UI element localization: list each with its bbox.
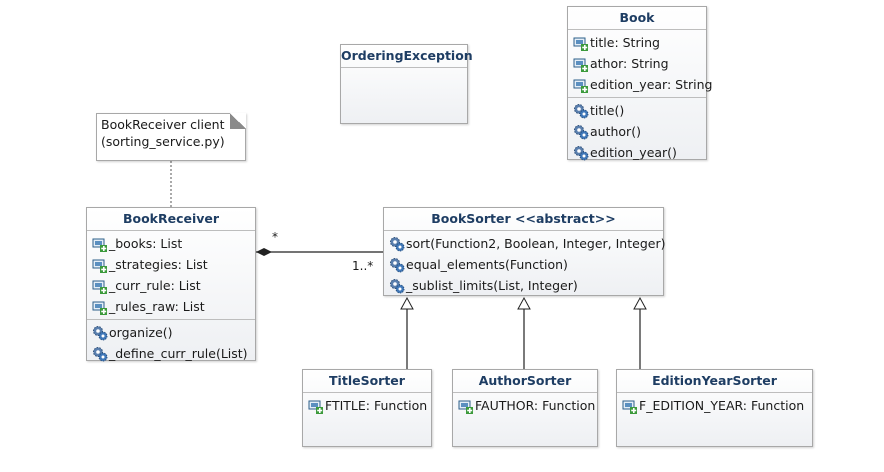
method-gear-icon [389,278,405,294]
field-icon [92,236,108,252]
operation-row[interactable]: organize() [87,322,255,343]
method-gear-icon [92,346,108,362]
attributes-section: F_EDITION_YEAR: Function [617,393,812,418]
attribute-label: _rules_raw: List [109,299,205,314]
class-book-sorter[interactable]: BookSorter <<abstract>> sort(Function2, … [383,207,666,298]
generalization-author-sorter[interactable] [517,296,531,369]
field-icon [92,299,108,315]
operation-label: _define_curr_rule(List) [109,346,248,361]
attribute-row[interactable]: _books: List [87,233,255,254]
attribute-row[interactable]: _strategies: List [87,254,255,275]
class-name: TitleSorter [303,370,431,393]
attribute-label: _books: List [109,236,183,251]
attributes-section: FAUTHOR: Function [453,393,597,418]
operations-section: sort(Function2, Boolean, Integer, Intege… [384,231,666,298]
note-fold-corner [230,113,246,129]
attribute-row[interactable]: title: String [568,32,706,53]
note-line-2: (sorting_service.py) [101,134,225,149]
attribute-label: F_EDITION_YEAR: Function [639,398,805,413]
method-gear-icon [389,257,405,273]
operation-label: sort(Function2, Boolean, Integer, Intege… [406,236,666,251]
attribute-label: FAUTHOR: Function [475,398,596,413]
operation-row[interactable]: sort(Function2, Boolean, Integer, Intege… [384,233,666,254]
attribute-label: _strategies: List [109,257,208,272]
attribute-row[interactable]: athor: String [568,53,706,74]
operation-label: edition_year() [590,145,677,160]
attributes-section: title: String athor: String edition_year… [568,30,712,97]
attribute-row[interactable]: FTITLE: Function [303,395,431,416]
operation-row[interactable]: _define_curr_rule(List) [87,343,255,364]
class-author-sorter[interactable]: AuthorSorter FAUTHOR: Function [452,369,598,447]
operation-row[interactable]: equal_elements(Function) [384,254,663,275]
attribute-row[interactable]: _rules_raw: List [87,296,255,317]
attribute-label: title: String [590,35,660,50]
method-gear-icon [573,145,589,161]
field-icon [622,398,638,414]
operation-row[interactable]: edition_year() [568,142,706,163]
attribute-label: _curr_rule: List [109,278,201,293]
field-icon [92,278,108,294]
attribute-row[interactable]: F_EDITION_YEAR: Function [617,395,812,416]
field-icon [573,56,589,72]
attribute-row[interactable]: FAUTHOR: Function [453,395,597,416]
operation-label: author() [590,124,641,139]
operation-label: organize() [109,325,173,340]
field-icon [458,398,474,414]
field-icon [573,77,589,93]
attribute-label: edition_year: String [590,77,713,92]
method-gear-icon [573,103,589,119]
class-name: BookReceiver [87,208,255,231]
operation-label: equal_elements(Function) [406,257,568,272]
class-ordering-exception[interactable]: OrderingException [340,44,473,124]
operation-row[interactable]: title() [568,100,706,121]
attribute-label: FTITLE: Function [325,398,428,413]
attributes-section: _books: List _strategies: List _curr_rul… [87,231,255,319]
attribute-row[interactable]: _curr_rule: List [87,275,255,296]
class-title-sorter[interactable]: TitleSorter FTITLE: Function [302,369,432,447]
class-book-receiver[interactable]: BookReceiver _books: List _strategies: L… [86,207,256,361]
attributes-section: FTITLE: Function [303,393,431,418]
note-line-1: BookReceiver client [101,117,225,132]
field-icon [92,257,108,273]
class-name: OrderingException [341,45,473,68]
class-edition-year-sorter[interactable]: EditionYearSorter F_EDITION_YEAR: Functi… [616,369,813,447]
class-name: EditionYearSorter [617,370,812,393]
generalization-title-sorter[interactable] [400,296,414,369]
method-gear-icon [573,124,589,140]
operation-label: title() [590,103,625,118]
operation-label: _sublist_limits(List, Integer) [406,278,578,293]
operation-row[interactable]: _sublist_limits(List, Integer) [384,275,663,296]
field-icon [573,35,589,51]
composition-diamond [256,248,272,256]
method-gear-icon [92,325,108,341]
multiplicity-sorter-end: 1..* [352,259,374,273]
class-name: AuthorSorter [453,370,597,393]
class-book[interactable]: Book title: String athor: String edition… [567,6,712,160]
field-icon [308,398,324,414]
attribute-label: athor: String [590,56,669,71]
operation-row[interactable]: author() [568,121,706,142]
class-name: BookSorter <<abstract>> [384,208,663,231]
class-name: Book [568,7,706,30]
operations-section: organize() _define_curr_rule(List) [87,319,255,366]
client-note[interactable]: BookReceiver client (sorting_service.py) [96,113,246,161]
operations-section: title() author() edition_year() [568,97,706,165]
multiplicity-receiver-end: * [272,230,278,244]
method-gear-icon [389,236,405,252]
attribute-row[interactable]: edition_year: String [568,74,712,95]
generalization-edition-year-sorter[interactable] [633,296,647,369]
